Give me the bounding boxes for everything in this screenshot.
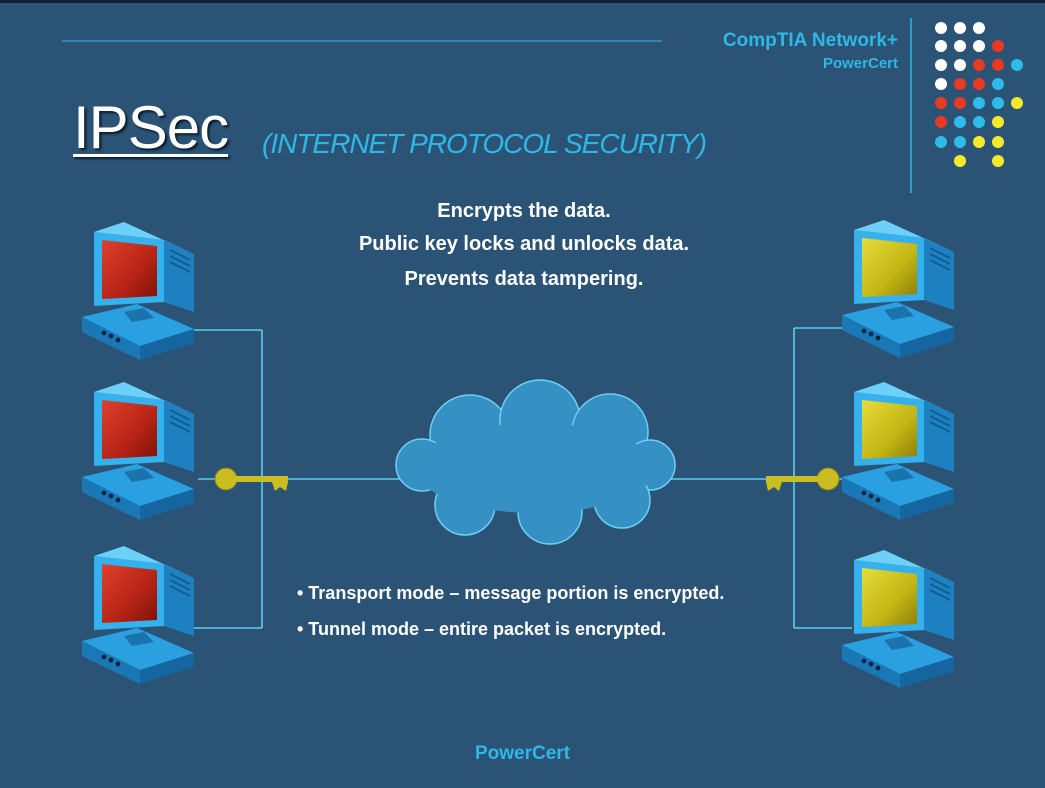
computer-icon-right-1 (841, 219, 955, 359)
key-icon-right (765, 467, 840, 492)
description-line-2: Public key locks and unlocks data. (358, 233, 690, 255)
computer-icon-right-2 (841, 381, 955, 521)
computer-icon-left-3 (81, 545, 195, 685)
slide-subtitle: (INTERNET PROTOCOL SECURITY) (262, 128, 707, 159)
slide-title: IPSec (73, 94, 229, 161)
computer-icon-right-3 (841, 549, 955, 689)
key-icon-left (214, 467, 289, 492)
decorative-dot-grid (935, 22, 1023, 167)
computer-icon-left-2 (81, 381, 195, 521)
description-line-3: Prevents data tampering. (404, 268, 644, 290)
cloud-icon (395, 379, 676, 545)
brand-title: CompTIA Network+ (722, 30, 898, 51)
footer-brand: PowerCert (474, 743, 571, 764)
bullet-transport-mode: • Transport mode – message portion is en… (297, 583, 725, 603)
brand-subtitle: PowerCert (822, 55, 898, 72)
computer-icon-left-1 (81, 221, 195, 361)
top-border (0, 0, 1045, 3)
description-line-1: Encrypts the data. (437, 200, 611, 222)
bullet-tunnel-mode: • Tunnel mode – entire packet is encrypt… (297, 619, 667, 639)
